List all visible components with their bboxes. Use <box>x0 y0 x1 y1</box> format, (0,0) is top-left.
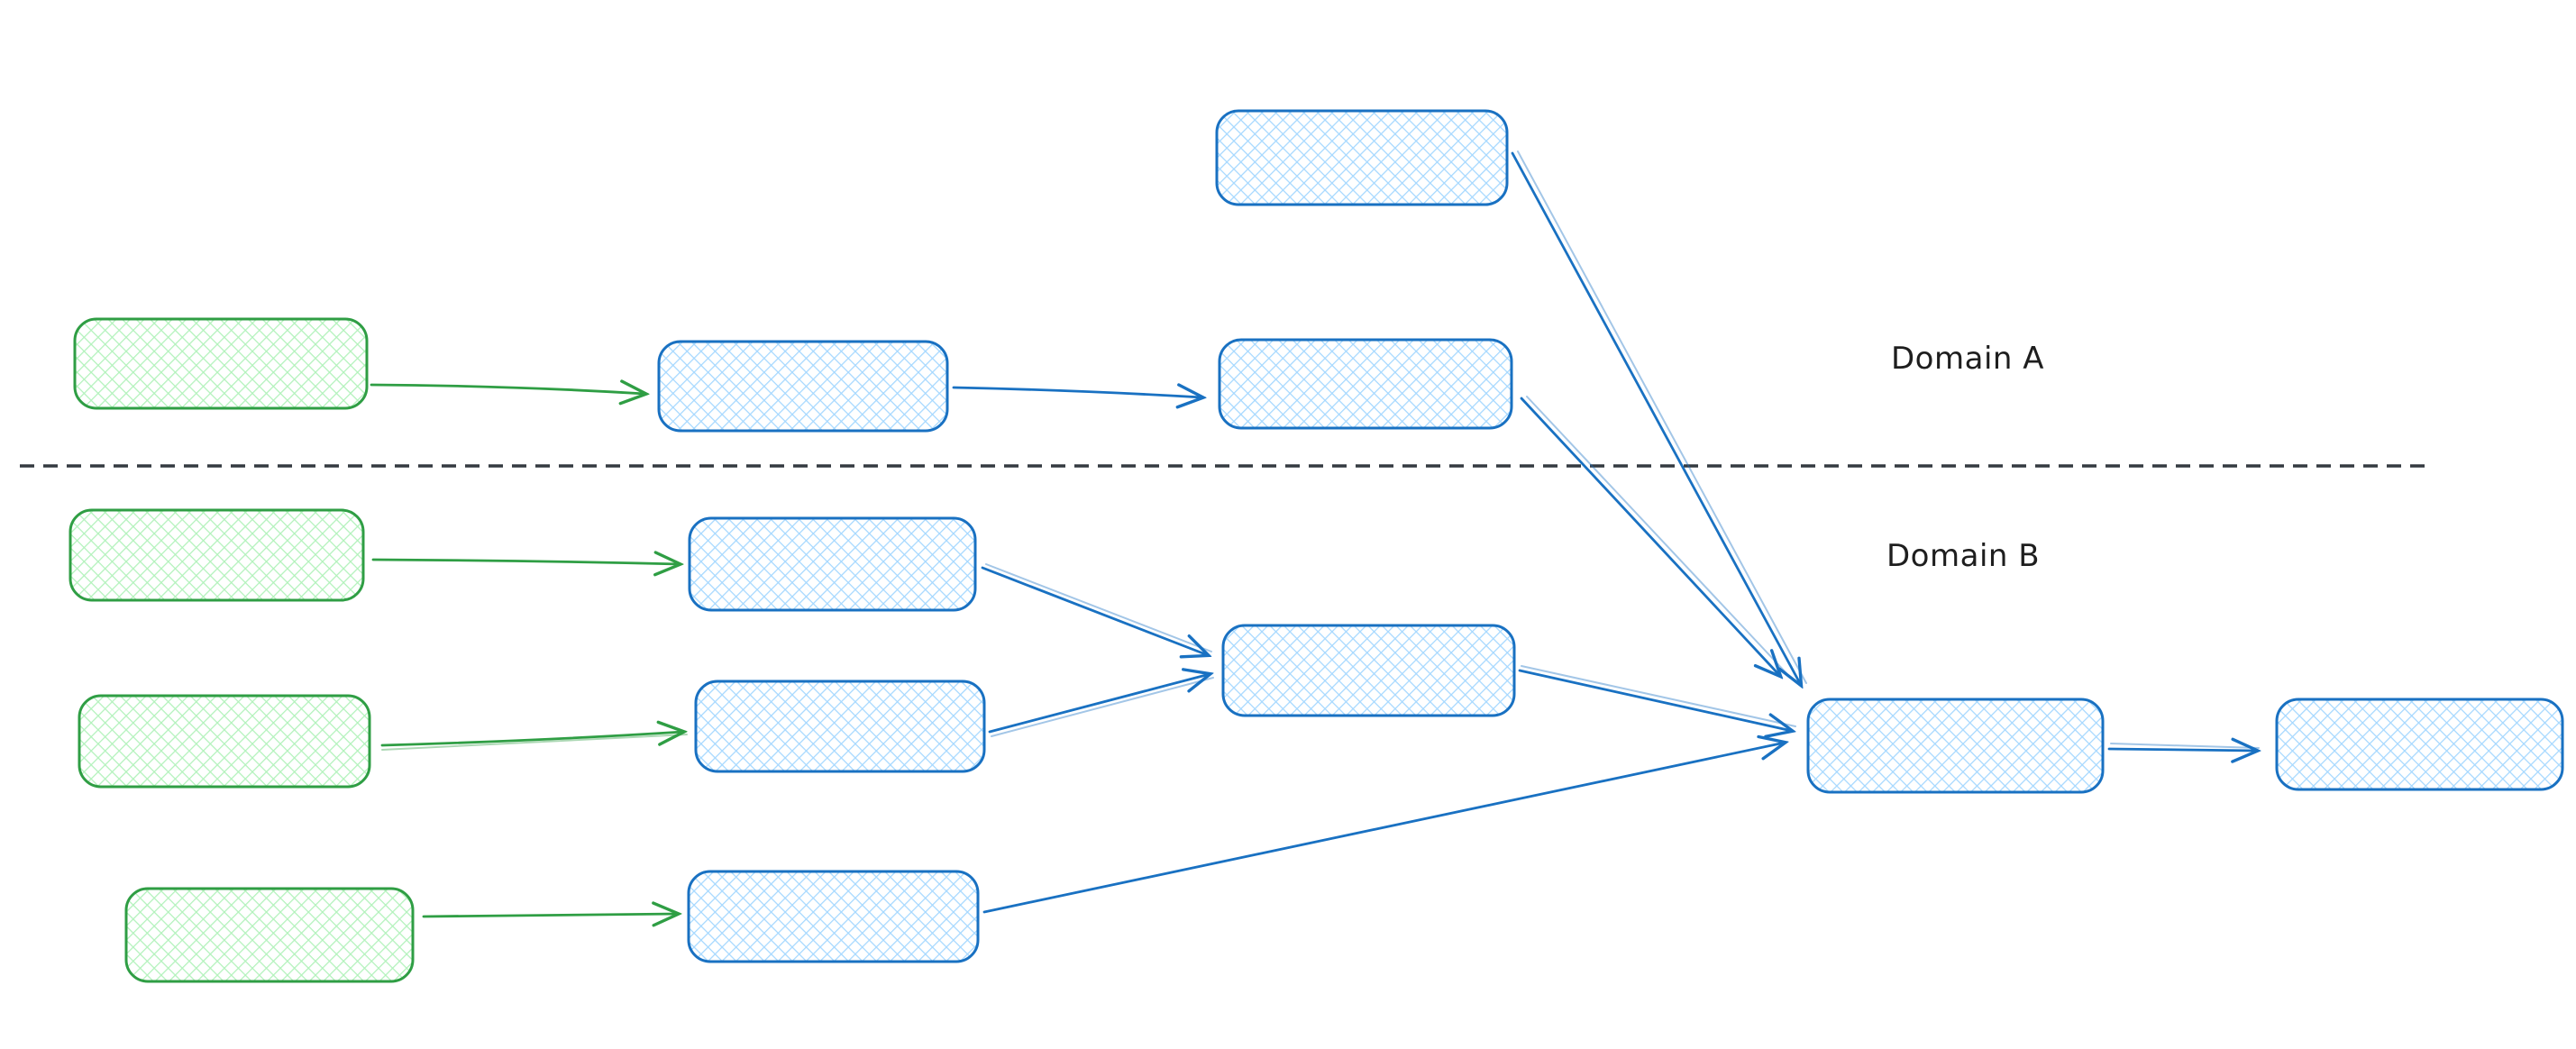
edge-domain-b-source1-to-step1 <box>371 560 680 564</box>
node-domain-a-step2 <box>1218 338 1513 430</box>
domain-b-label: Domain B <box>1886 538 2040 574</box>
edge-domain-a-step2-to-merge-ghost <box>1526 396 1787 674</box>
node-domain-b-step3 <box>687 870 980 963</box>
node-domain-a-step1 <box>657 340 949 433</box>
edge-domain-b-step1-to-bmerge <box>981 566 1208 655</box>
edge-domain-a-external-to-merge-ghost <box>1517 151 1807 684</box>
node-domain-b-source2 <box>78 694 371 789</box>
edge-domain-b-step1-to-bmerge-ghost <box>985 563 1212 652</box>
edge-domain-b-step2-to-bmerge <box>988 674 1210 734</box>
edge-domain-b-bmerge-to-merge-ghost <box>1521 665 1796 727</box>
edge-domain-b-step2-to-bmerge-ghost <box>991 677 1214 737</box>
edge-domain-b-source3-to-step3 <box>422 914 678 917</box>
edge-domain-b-bmerge-to-merge <box>1518 669 1792 731</box>
edge-domain-b-source2-to-step2-ghost <box>381 734 688 751</box>
domain-a-label: Domain A <box>1891 341 2044 377</box>
edge-merge-to-output <box>2107 749 2257 751</box>
node-domain-b-step1 <box>688 516 977 612</box>
edge-domain-a-source-to-step1 <box>370 385 645 394</box>
node-domain-a-source <box>73 317 369 410</box>
edge-domain-a-external-to-merge <box>1511 151 1801 685</box>
edge-merge-to-output-ghost <box>2110 743 2260 749</box>
edge-domain-b-step3-to-merge <box>982 743 1785 914</box>
edge-domain-a-step1-to-step2 <box>952 388 1202 397</box>
node-output <box>2275 698 2564 791</box>
edge-domain-b-source2-to-step2 <box>380 732 683 747</box>
node-main-merge <box>1806 698 2105 794</box>
node-domain-b-merge <box>1221 624 1516 717</box>
node-domain-b-source1 <box>69 508 365 602</box>
node-domain-a-external <box>1215 109 1509 206</box>
edge-domain-a-step2-to-merge <box>1520 397 1780 676</box>
node-domain-b-source3 <box>124 887 415 983</box>
node-domain-b-step2 <box>694 680 986 773</box>
